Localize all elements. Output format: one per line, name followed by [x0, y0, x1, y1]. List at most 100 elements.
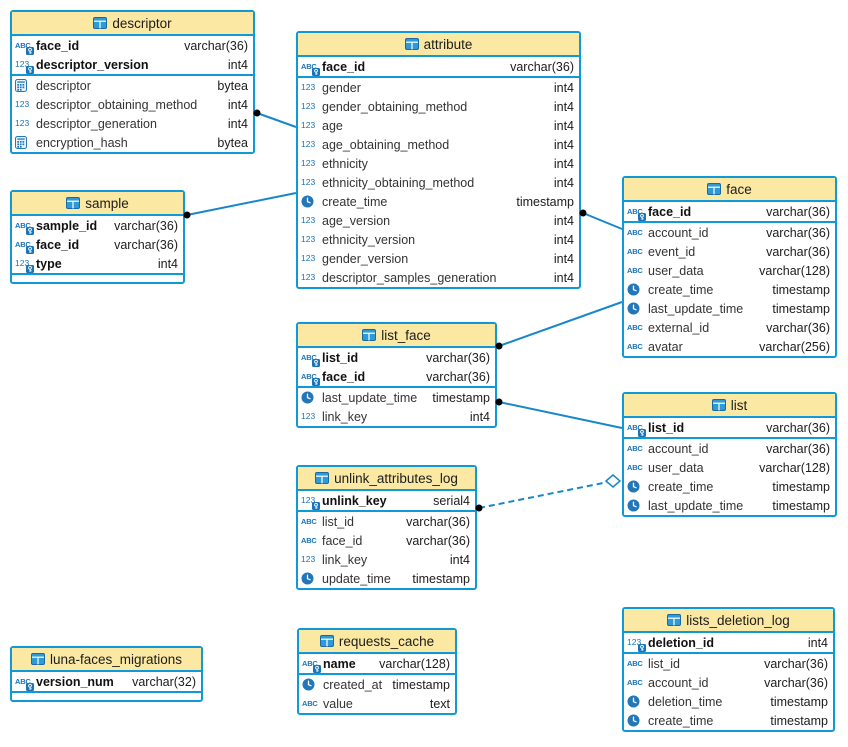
table-header[interactable]: face — [624, 178, 835, 202]
numeric-icon-text: 123 — [301, 272, 316, 283]
numeric-icon: 123 — [301, 175, 320, 190]
clock-icon — [627, 498, 646, 513]
relation-line-unlink_attributes_log-list[interactable] — [478, 480, 614, 509]
abc-icon-text: ABC — [627, 265, 643, 275]
column-type: int4 — [807, 635, 828, 650]
relation-line-list_face-list[interactable] — [498, 401, 623, 429]
column-name: face_id — [36, 237, 80, 252]
key-badge-icon — [638, 429, 646, 437]
relation-line-sample-attribute[interactable] — [186, 192, 297, 216]
relation-line-descriptor-attribute[interactable] — [256, 112, 297, 128]
table-header[interactable]: descriptor — [12, 12, 253, 36]
relation-line-list_face-face[interactable] — [498, 301, 623, 347]
relation-line-attribute-face[interactable] — [582, 212, 623, 230]
empty-section — [12, 691, 201, 700]
table-header[interactable]: lists_deletion_log — [624, 609, 833, 633]
table-header[interactable]: unlink_attributes_log — [298, 467, 475, 491]
table-header[interactable]: requests_cache — [299, 630, 455, 654]
numeric-icon-text: 123 — [301, 253, 316, 264]
key-badge-icon — [638, 213, 646, 221]
table-header[interactable]: luna-faces_migrations — [12, 648, 201, 672]
column-name: face_id — [648, 204, 692, 219]
key-badge-icon — [26, 265, 34, 273]
column-type: varchar(36) — [766, 441, 830, 456]
table-header[interactable]: attribute — [298, 33, 579, 57]
table-header[interactable]: list_face — [298, 324, 495, 348]
table-name: list_face — [381, 327, 431, 343]
column-name: encryption_hash — [36, 135, 128, 150]
column-name: last_update_time — [648, 301, 744, 316]
key-badge-icon — [26, 246, 34, 254]
abc-icon-text: ABC — [627, 246, 643, 256]
abc-icon: ABC — [301, 59, 320, 76]
abc-icon: ABC — [15, 237, 34, 254]
table-header[interactable]: sample — [12, 192, 183, 216]
column-type: varchar(128) — [759, 460, 830, 475]
table-header[interactable]: list — [624, 394, 835, 418]
